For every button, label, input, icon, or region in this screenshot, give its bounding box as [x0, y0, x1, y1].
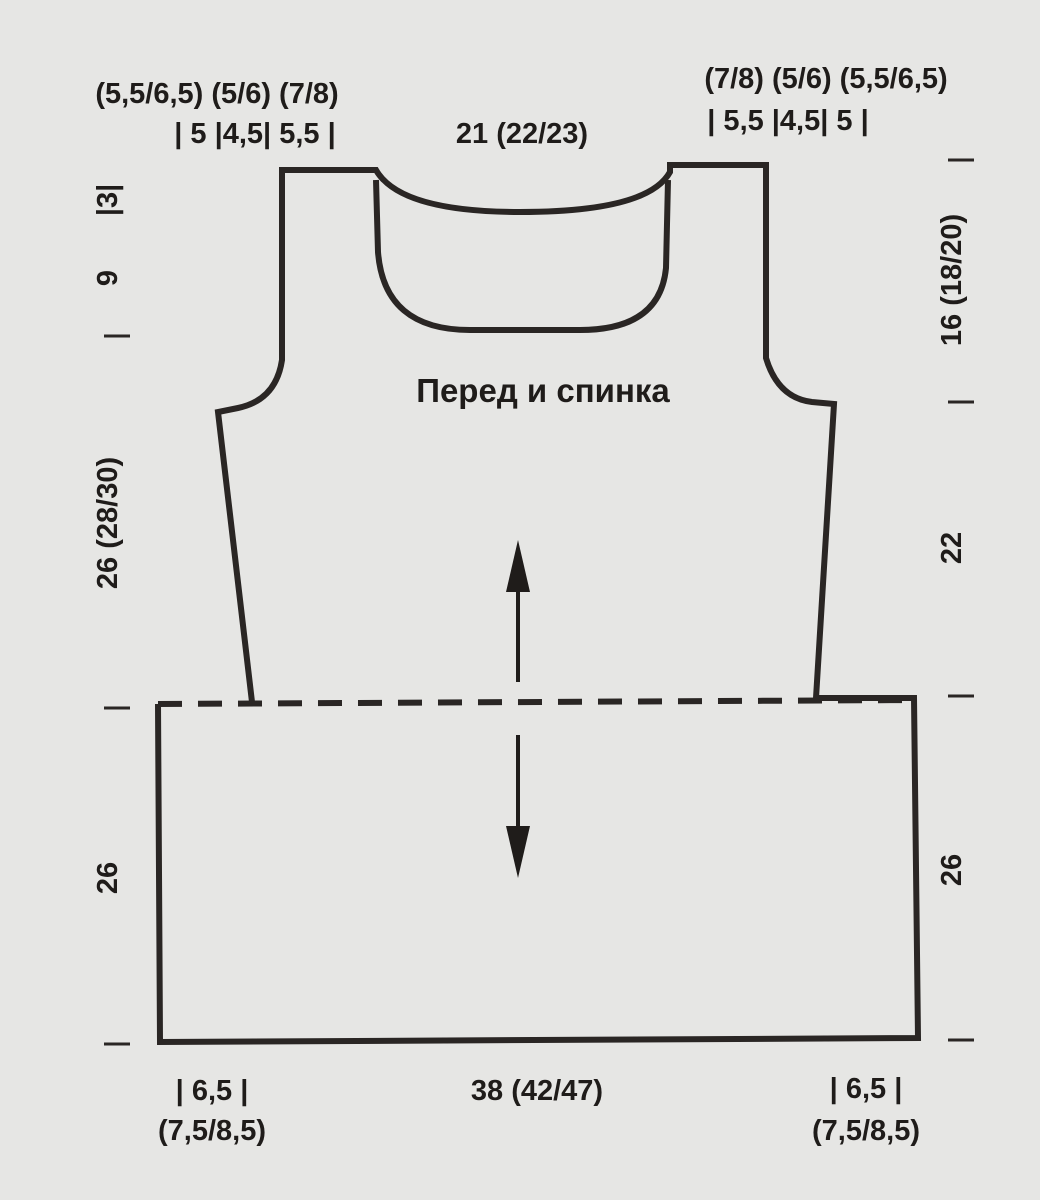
- bottom-left-value: | 6,5 |: [176, 1075, 249, 1107]
- top-left-sizes: (5,5/6,5) (5/6) (7/8): [95, 78, 338, 110]
- bottom-left-sizes: (7,5/8,5): [158, 1115, 266, 1147]
- neckline-curve: [373, 179, 671, 333]
- top-left-segments: | 5 |4,5| 5,5 |: [174, 118, 335, 150]
- bottom-center-width: 38 (42/47): [471, 1075, 603, 1107]
- top-center-width: 21 (22/23): [456, 118, 588, 150]
- top-right-segments: | 5,5 |4,5| 5 |: [707, 105, 868, 137]
- right-hem-label: 26: [936, 854, 968, 886]
- skirt-rectangle: [155, 695, 922, 1046]
- left-neck-depth-label: 9: [92, 270, 124, 286]
- bottom-right-value: | 6,5 |: [830, 1073, 903, 1105]
- left-armhole-label: 26 (28/30): [92, 457, 124, 589]
- waist-dashed-line: [157, 697, 915, 707]
- right-side-label: 22: [936, 532, 968, 564]
- bodice-outline: [214, 162, 838, 703]
- top-right-sizes: (7/8) (5/6) (5,5/6,5): [704, 63, 947, 95]
- up-arrow-icon: [506, 540, 530, 682]
- down-arrow-icon: [506, 735, 530, 878]
- diagram-title: Перед и спинка: [416, 372, 670, 409]
- right-armhole-label: 16 (18/20): [936, 214, 968, 346]
- left-hem-label: 26: [92, 862, 124, 894]
- left-neck-top-label: |3|: [92, 184, 124, 216]
- bottom-right-sizes: (7,5/8,5): [812, 1115, 920, 1147]
